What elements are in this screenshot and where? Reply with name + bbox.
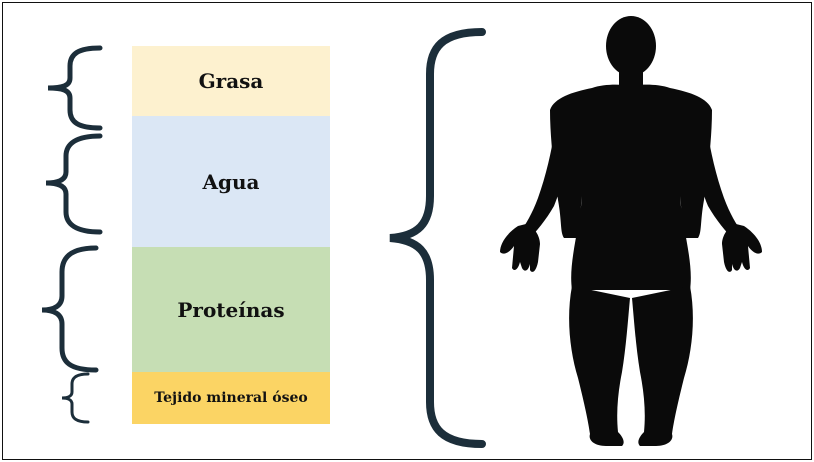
human-silhouette-icon <box>500 16 762 446</box>
brace-grasa-icon <box>48 48 100 128</box>
brace-proteinas-icon <box>42 248 96 370</box>
brace-tejido-icon <box>62 374 88 422</box>
brace-agua-icon <box>46 136 100 232</box>
brace-body-icon <box>390 32 482 444</box>
